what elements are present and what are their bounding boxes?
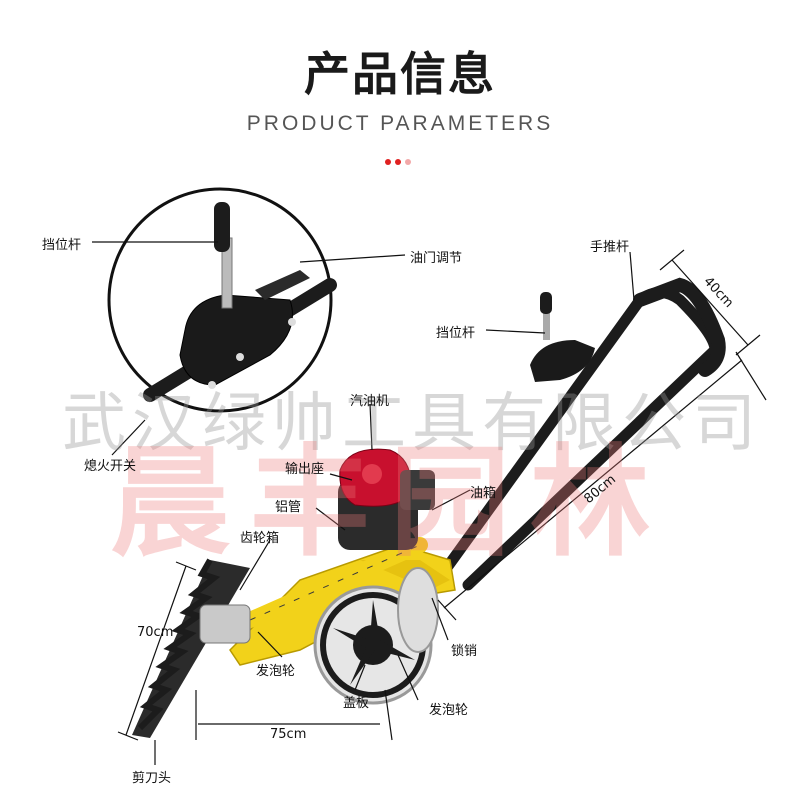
zoom-detail <box>107 187 337 413</box>
engine <box>338 448 435 550</box>
label-gear-lever: 挡位杆 <box>436 326 476 341</box>
cutter-head <box>132 558 251 738</box>
push-handle-frame <box>432 277 726 591</box>
label-foam-wheel-inner: 发泡轮 <box>256 664 296 679</box>
label-fuel-tank: 油箱 <box>470 486 497 501</box>
dot-active-1 <box>385 159 391 165</box>
page-title: 产品信息 <box>304 47 496 101</box>
label-engine: 汽油机 <box>350 394 390 409</box>
label-aluminum-tube: 铝管 <box>275 500 302 515</box>
label-ignition-switch: 熄火开关 <box>84 459 137 474</box>
label-gear-lever-zoom: 挡位杆 <box>42 238 82 253</box>
dot-inactive <box>405 159 411 165</box>
label-output-seat: 输出座 <box>285 462 325 477</box>
dim-blade-length: 70cm <box>137 625 174 640</box>
label-lock-pin: 锁销 <box>451 644 478 659</box>
label-cutter-head: 剪刀头 <box>132 771 172 786</box>
dot-active-2 <box>395 159 401 165</box>
label-throttle: 油门调节 <box>410 251 463 266</box>
label-foam-wheel-outer: 发泡轮 <box>429 703 469 718</box>
dim-base-length: 75cm <box>270 727 307 742</box>
label-gearbox: 齿轮箱 <box>240 531 280 546</box>
wheels <box>313 567 439 705</box>
label-push-handle: 手推杆 <box>590 240 630 255</box>
dimension-lines <box>117 249 767 741</box>
label-cover-plate: 盖板 <box>343 696 370 711</box>
leader-lines <box>92 241 635 765</box>
page-subtitle: PRODUCT PARAMETERS <box>246 112 554 135</box>
